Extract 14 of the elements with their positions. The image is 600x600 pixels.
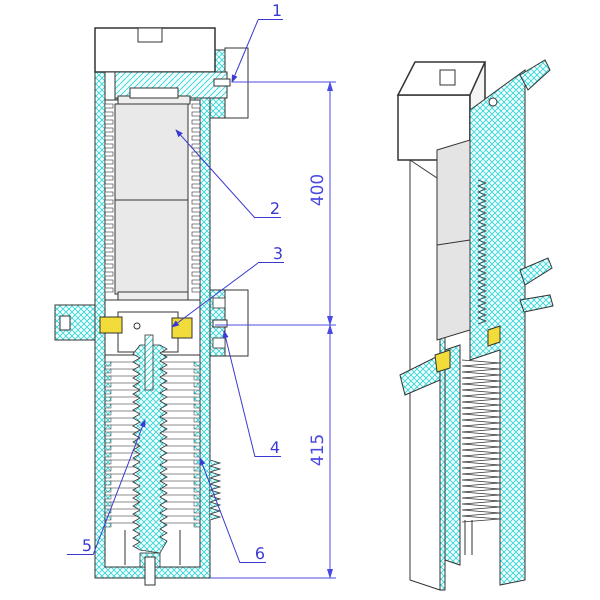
leader-line [175,129,256,218]
callout-number: 4 [255,439,281,457]
leader-line [200,457,240,564]
callout-number: 6 [240,545,266,563]
leader-line [171,262,258,328]
dimension-value: 415 [308,434,328,466]
dimension-value: 400 [308,174,328,206]
callout-number: 3 [258,245,284,263]
leader-line [222,330,256,458]
callout-number: 5 [67,537,93,555]
leader-line [232,20,258,83]
callout-number: 2 [255,200,281,218]
callout-number: 1 [258,2,283,20]
leader-line [92,419,146,556]
